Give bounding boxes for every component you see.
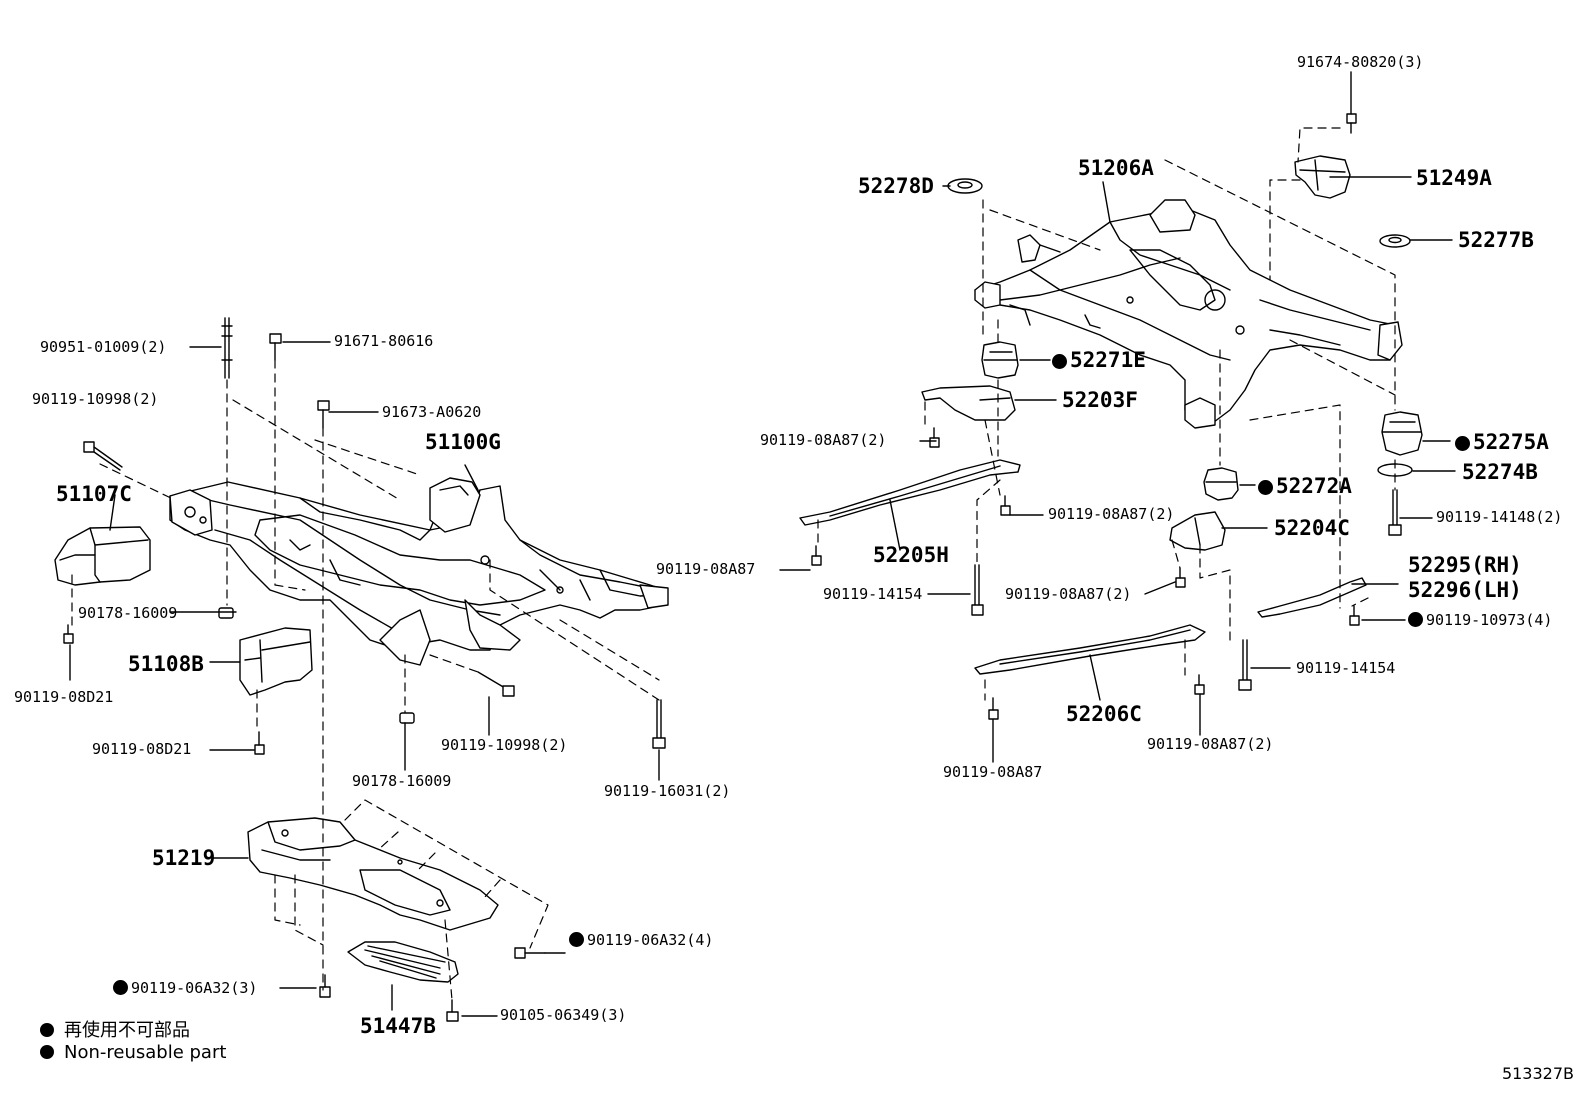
label-90119-10973: 90119-10973(4) bbox=[1408, 612, 1552, 628]
bracket-51107c bbox=[54, 526, 151, 586]
label-52206c: 52206C bbox=[1066, 702, 1142, 726]
bracket-51249a bbox=[1294, 155, 1351, 199]
cushion-52272a bbox=[1203, 467, 1239, 501]
cushion-52275a bbox=[1381, 411, 1423, 456]
bracket-52203f bbox=[921, 385, 1016, 421]
legend-japanese: 再使用不可部品 bbox=[40, 1016, 190, 1042]
label-90119-06a32-4: 90119-06A32(4) bbox=[569, 932, 713, 948]
label-91673-a0620: 91673-A0620 bbox=[382, 403, 482, 421]
label-90119-14148: 90119-14148(2) bbox=[1436, 508, 1563, 526]
non-reusable-dot-icon bbox=[569, 932, 584, 947]
label-52296-lh: 52296(LH) bbox=[1408, 578, 1522, 602]
label-90178-16009-b: 90178-16009 bbox=[352, 772, 452, 790]
label-90119-10998-a: 90119-10998(2) bbox=[32, 390, 159, 408]
label-90119-08a87-2-d: 90119-08A87(2) bbox=[1005, 585, 1132, 603]
label-51219: 51219 bbox=[152, 846, 216, 870]
label-90119-08d21-a: 90119-08D21 bbox=[14, 688, 114, 706]
label-90119-10998-b: 90119-10998(2) bbox=[441, 736, 568, 754]
label-52272a: 52272A bbox=[1258, 476, 1352, 497]
label-51249a: 51249A bbox=[1416, 166, 1492, 190]
brace-52206c bbox=[974, 624, 1206, 675]
label-52203f: 52203F bbox=[1062, 388, 1138, 412]
non-reusable-dot-icon bbox=[1408, 612, 1423, 627]
leader-lines bbox=[69, 71, 1456, 1017]
cushion-52271e bbox=[981, 341, 1019, 379]
label-90119-08a87-2-b: 90119-08A87(2) bbox=[1048, 505, 1175, 523]
label-90951-01009: 90951-01009(2) bbox=[40, 338, 167, 356]
illustration-code: 513327B bbox=[1501, 1064, 1574, 1083]
label-51107c: 51107C bbox=[56, 482, 132, 506]
label-52295-rh: 52295(RH) bbox=[1408, 553, 1522, 577]
label-52275a: 52275A bbox=[1455, 432, 1549, 453]
label-52205h: 52205H bbox=[873, 543, 949, 567]
assembly-lines bbox=[71, 127, 1396, 1001]
label-52277b: 52277B bbox=[1458, 228, 1534, 252]
non-reusable-dot-icon bbox=[113, 980, 128, 995]
label-51447b: 51447B bbox=[360, 1014, 436, 1038]
label-90119-14154-b: 90119-14154 bbox=[1296, 659, 1396, 677]
label-90178-16009-a: 90178-16009 bbox=[78, 604, 178, 622]
rear-suspension-member bbox=[974, 199, 1403, 429]
stopper-52277b bbox=[1379, 234, 1411, 248]
non-reusable-dot-icon bbox=[40, 1023, 54, 1037]
stopper-52278d bbox=[947, 178, 983, 194]
non-reusable-dot-icon bbox=[1258, 480, 1273, 495]
bracket-52204c bbox=[1169, 511, 1226, 551]
label-90105-06349: 90105-06349(3) bbox=[500, 1006, 627, 1024]
label-90119-08a87-2-f: 90119-08A87(2) bbox=[1147, 735, 1274, 753]
brace-52205h bbox=[799, 459, 1021, 526]
legend-english: Non-reusable part bbox=[40, 1042, 226, 1063]
label-90119-16031: 90119-16031(2) bbox=[604, 782, 731, 800]
non-reusable-dot-icon bbox=[1052, 354, 1067, 369]
label-51100g: 51100G bbox=[425, 430, 501, 454]
label-52278d: 52278D bbox=[858, 174, 934, 198]
label-90119-08a87-e: 90119-08A87 bbox=[943, 763, 1043, 781]
label-90119-06a32-3: 90119-06A32(3) bbox=[113, 980, 257, 996]
label-90119-08d21-b: 90119-08D21 bbox=[92, 740, 192, 758]
label-90119-08a87-c: 90119-08A87 bbox=[656, 560, 756, 578]
front-suspension-member bbox=[169, 477, 669, 666]
cover-51447b bbox=[347, 941, 459, 983]
label-91674-80820: 91674-80820(3) bbox=[1297, 53, 1424, 71]
non-reusable-dot-icon bbox=[40, 1045, 54, 1059]
label-52271e: 52271E bbox=[1052, 350, 1146, 371]
bolts bbox=[63, 113, 1402, 1022]
label-51206a: 51206A bbox=[1078, 156, 1154, 180]
brace-52295-52296 bbox=[1257, 577, 1367, 618]
label-52274b: 52274B bbox=[1462, 460, 1538, 484]
label-51108b: 51108B bbox=[128, 652, 204, 676]
label-52204c: 52204C bbox=[1274, 516, 1350, 540]
label-91671-80616: 91671-80616 bbox=[334, 332, 434, 350]
non-reusable-dot-icon bbox=[1455, 436, 1470, 451]
label-90119-08a87-2-a: 90119-08A87(2) bbox=[760, 431, 887, 449]
undercover-51219 bbox=[247, 817, 499, 931]
label-90119-14154-a: 90119-14154 bbox=[823, 585, 923, 603]
bracket-51108b bbox=[239, 627, 313, 696]
